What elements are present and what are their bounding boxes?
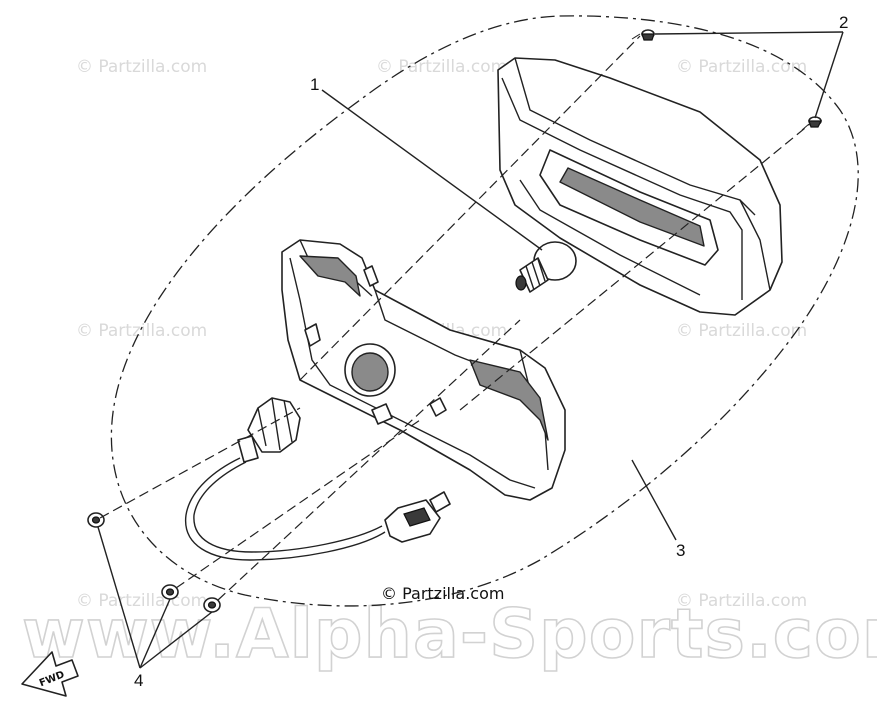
lamp-base-frame: [281, 239, 566, 501]
watermark-partzilla-1: © Partzilla.com: [76, 57, 207, 77]
screw-right: [801, 116, 822, 131]
bulb: [515, 241, 577, 293]
nut-middle: [161, 584, 179, 600]
nut-left: [87, 512, 105, 528]
screw-top: [631, 29, 655, 41]
watermark-partzilla-8: © Partzilla.com: [676, 591, 807, 611]
copyright-credit: © Partzilla.com: [381, 584, 504, 603]
callout-3: 3: [676, 541, 685, 560]
watermark-partzilla-3: © Partzilla.com: [676, 57, 807, 77]
callout-4: 4: [134, 671, 143, 690]
watermark-partzilla-6: © Partzilla.com: [676, 321, 807, 341]
watermark-site: www.Alpha-Sports.com: [22, 595, 877, 674]
callout-1: 1: [310, 75, 319, 94]
leader-lines: [97, 31, 844, 669]
watermark-partzilla-2: © Partzilla.com: [376, 57, 507, 77]
callout-2: 2: [839, 13, 848, 32]
nut-right: [203, 597, 221, 613]
assembly-lines: [99, 35, 811, 601]
fwd-arrow-icon: FWD: [21, 651, 79, 697]
assembly-outline: [110, 15, 859, 607]
watermark-partzilla-4: © Partzilla.com: [76, 321, 207, 341]
socket-harness: [184, 397, 451, 561]
